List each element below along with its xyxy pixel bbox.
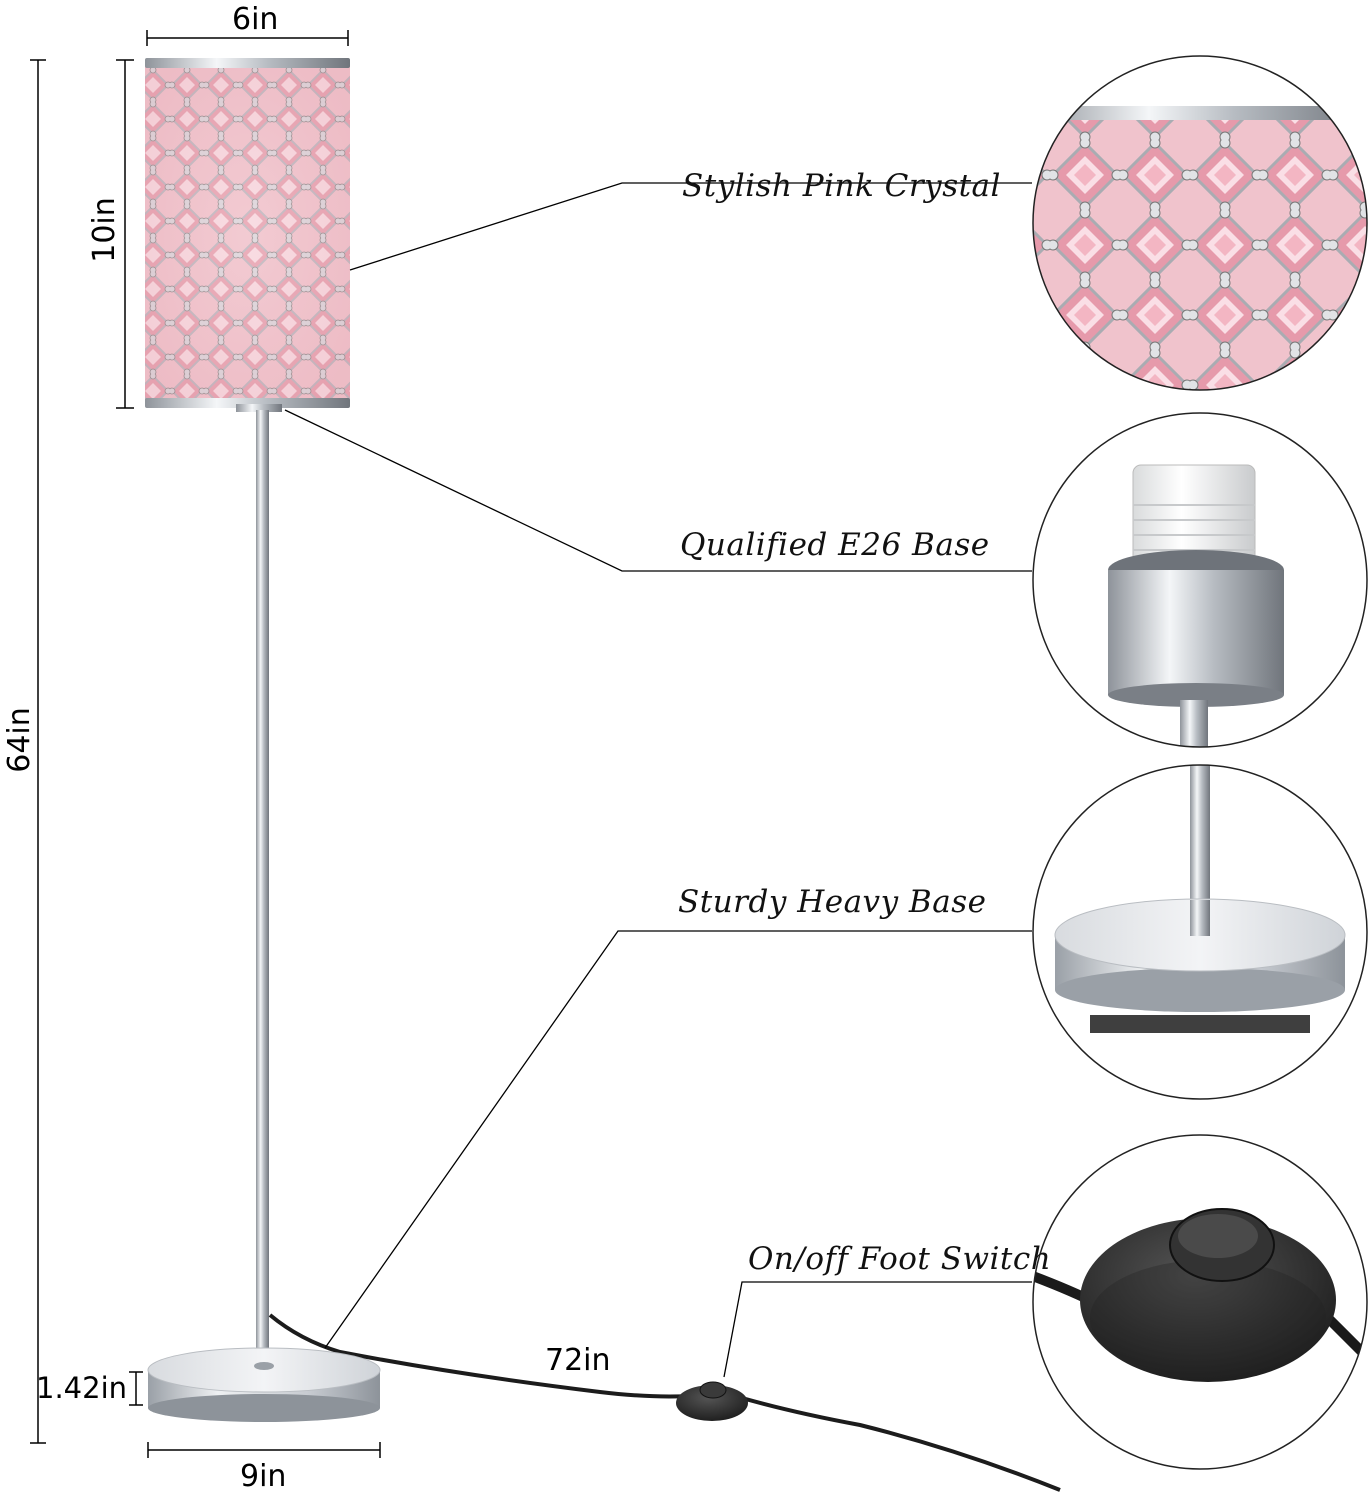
base-height-label: 1.42in [36,1371,128,1405]
cord-length-label: 72in [545,1343,611,1378]
shade-width-label: 6in [232,2,279,37]
detail-switch-image [1032,1134,1368,1470]
lamp-pole [256,410,269,1370]
base-width-label: 9in [240,1459,287,1494]
lamp-base [147,1347,381,1422]
shade-height-label: 10in [87,197,122,263]
socket-callout: Qualified E26 Base [680,527,990,563]
crystal-callout: Stylish Pink Crystal [682,168,1001,204]
total-height-label: 64in [2,707,37,773]
foot-switch [676,1381,748,1421]
switch-callout: On/off Foot Switch [748,1241,1052,1277]
detail-crystal-image [1032,55,1368,391]
detail-socket-image [1032,412,1368,748]
detail-base-image [1032,764,1368,1100]
lamp-shade [145,58,350,412]
power-cord [268,1313,1061,1492]
base-callout: Sturdy Heavy Base [678,884,987,920]
leader-lines [284,182,1032,1378]
dimension-lines [30,30,381,1458]
